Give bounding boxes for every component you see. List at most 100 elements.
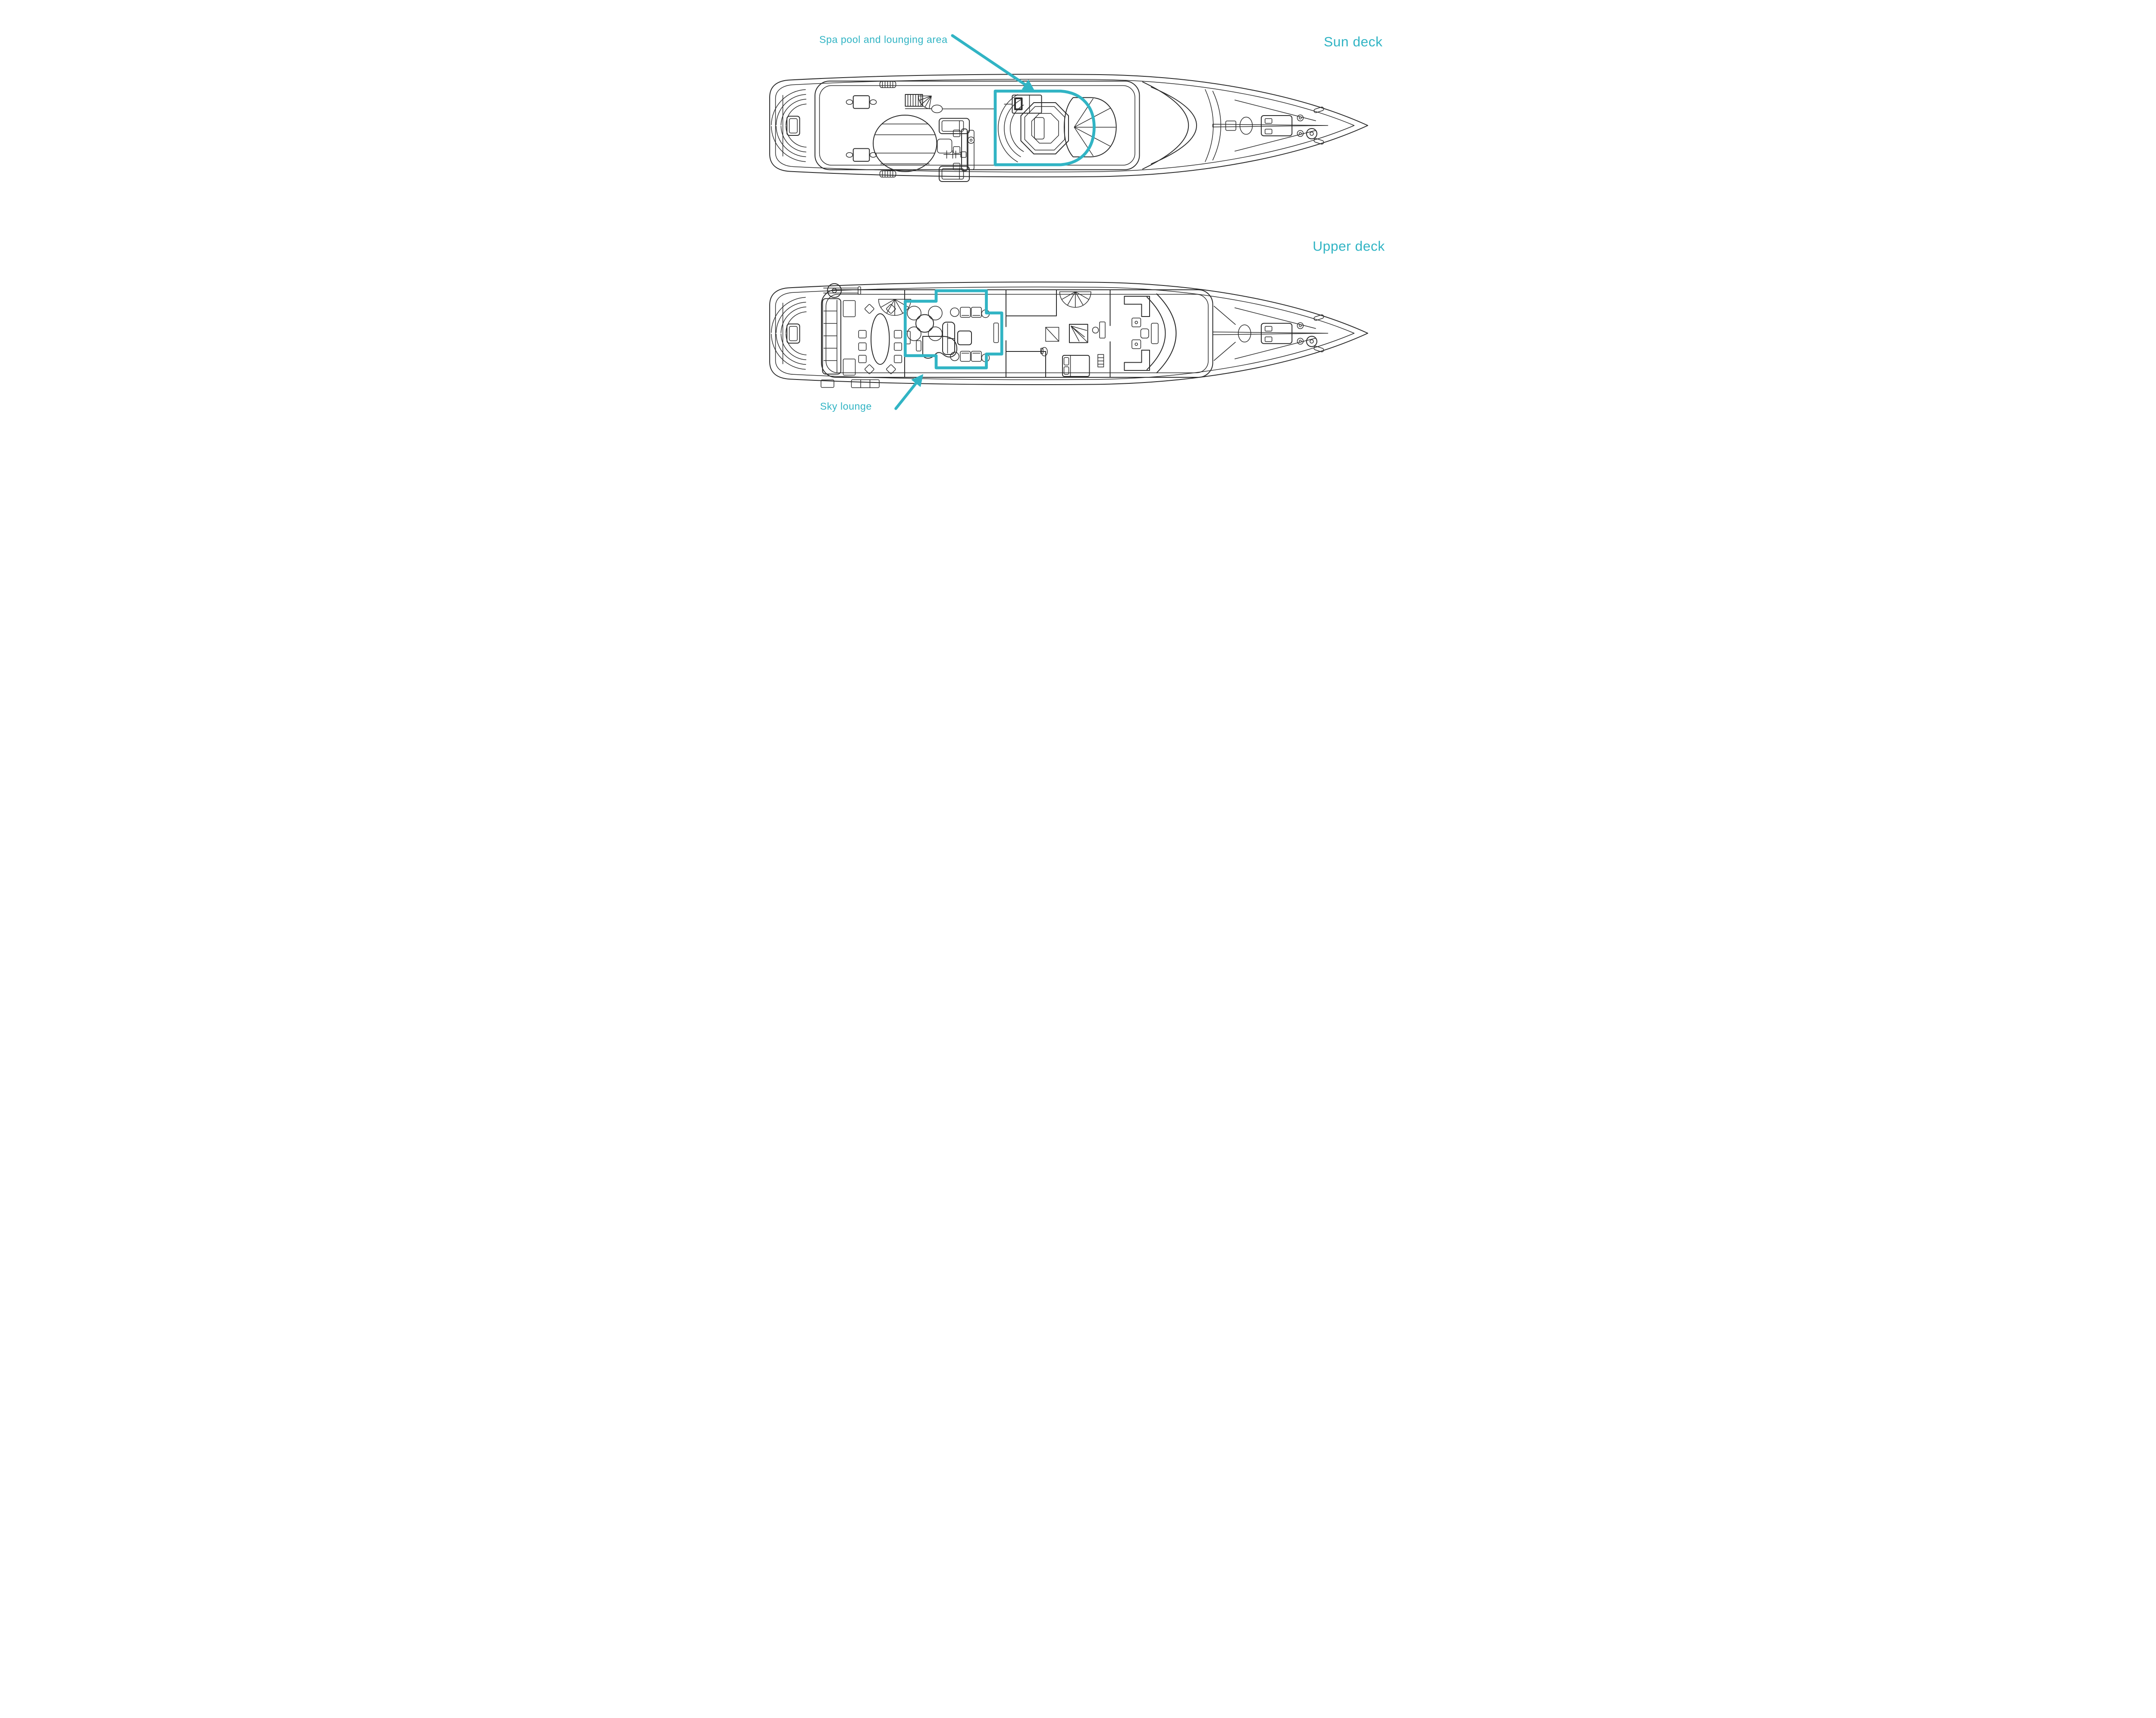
sun-deck-title: Sun deck: [1324, 34, 1382, 50]
windlass-gear: [1265, 118, 1272, 124]
companionway-stair-treads: [907, 94, 921, 107]
spa-pool-outer-rim: [1020, 102, 1069, 154]
chart-desk: [1099, 321, 1106, 339]
coffee-table: [957, 330, 972, 345]
windlass-gear: [1265, 336, 1272, 342]
upper-deck-title: Upper deck: [1313, 238, 1385, 254]
sky-lounge-sofa-seams: [947, 323, 955, 354]
spa-lounger-arcs: [998, 94, 1024, 163]
radar-arch: [1205, 89, 1221, 162]
bar-top: [968, 130, 975, 170]
vent-grille-slats: [882, 81, 893, 177]
tender-crane-arm-end: [858, 286, 861, 295]
card-table-chair: [907, 306, 921, 320]
bar-sink-drain: [969, 138, 973, 142]
grill-hatch: [1014, 97, 1023, 110]
gym-bench: [960, 151, 967, 158]
av-cabinet: [993, 323, 999, 343]
anchor-winch-hub: [1310, 339, 1314, 344]
arrow-head: [1022, 79, 1035, 91]
bow-cleat: [1313, 346, 1324, 352]
foredeck-walkway-lines: [1213, 306, 1236, 361]
chair-oval: [869, 152, 877, 158]
bar-counter: [961, 129, 968, 171]
helm-seat: [1140, 328, 1149, 339]
dining-chair: [894, 330, 902, 339]
foredeck-centerline: [1212, 124, 1329, 128]
upper-deck-plan: [769, 282, 1368, 388]
aft-sunpad-oval: [873, 115, 937, 172]
sun-lounger-starboard: [939, 166, 970, 182]
wheelhouse-windshield: [1147, 293, 1177, 373]
bow-cleat: [1313, 107, 1324, 113]
deck-hatch-oval: [1238, 324, 1251, 342]
bow-cleat: [1313, 138, 1324, 145]
rail-gate-oval: [931, 104, 943, 113]
chair-oval: [869, 99, 877, 105]
windlass-plate: [1261, 115, 1293, 136]
annotations: Spa pool and lounging area Sun deck Uppe…: [819, 34, 1385, 412]
arrow-shaft: [951, 34, 1027, 86]
upper-deck-hull-outline: [769, 282, 1368, 385]
arrow-head: [911, 374, 924, 387]
sky-lounge-label: Sky lounge: [820, 401, 872, 412]
armchair: [960, 351, 971, 362]
armchair: [960, 307, 971, 318]
deck-plans-drawing: Spa pool and lounging area Sun deck Uppe…: [769, 34, 1385, 412]
deck-chair-table-port: [852, 95, 870, 109]
side-table: [843, 358, 856, 376]
stern-bench-cushion: [789, 118, 798, 134]
bar-stool: [953, 163, 960, 170]
sun-deck-bulwark-inner: [819, 85, 1135, 166]
shower-stall-diagonal: [1045, 327, 1059, 342]
card-table-chair: [928, 306, 943, 320]
sky-lounge-arrow-icon: [894, 374, 924, 410]
card-table: [915, 314, 934, 333]
tender-crane: [827, 283, 842, 298]
stern-bench: [787, 323, 800, 344]
piano-bench: [916, 340, 921, 351]
sun-deck-inner-hull-line: [775, 79, 1355, 172]
bow-bulwark-lines: [1235, 307, 1316, 359]
card-table-chair: [928, 326, 943, 341]
spiral-staircase-steps: [1071, 326, 1087, 342]
pillow: [1063, 357, 1069, 366]
windlass-gear: [1265, 326, 1272, 332]
stern-stair-arcs: [771, 297, 807, 370]
pilothouse-fan-stairs: [1059, 291, 1091, 308]
transom-seat: [821, 379, 834, 388]
bow-cleat: [1313, 314, 1324, 321]
foredeck-centerline: [1212, 332, 1329, 335]
fan-sunpad-outline: [1064, 97, 1117, 157]
sun-deck-plan: [769, 74, 1368, 182]
round-side-table: [950, 351, 959, 361]
spa-pool-basin: [1031, 113, 1059, 144]
anchor-winch: [1306, 335, 1317, 347]
sun-deck-hull-outline: [769, 74, 1368, 178]
armchair-backs: [961, 315, 981, 354]
capstan: [1297, 322, 1304, 329]
dining-chair: [865, 364, 874, 374]
anchor-winch-hub: [1310, 132, 1314, 136]
windlass-plate: [1261, 323, 1293, 344]
dining-table: [871, 313, 890, 365]
desk-chair: [1092, 326, 1099, 334]
card-table-chair: [907, 326, 921, 341]
armchair: [971, 351, 982, 362]
tender-crane-arm: [823, 288, 859, 294]
bar-sink: [967, 136, 975, 144]
sun-lounger-port: [939, 118, 970, 134]
bow-bulwark-lines: [1235, 100, 1316, 152]
capstan: [1297, 114, 1304, 122]
wheelhouse-table: [1131, 317, 1141, 327]
companionway-stairs: [905, 94, 923, 107]
bar-stool: [953, 146, 960, 154]
crew-ladder-rungs: [1097, 357, 1104, 365]
wheelhouse-settee-port: [1124, 296, 1150, 317]
chair-oval: [846, 99, 853, 105]
bar-stool: [953, 129, 960, 137]
dining-chair: [886, 304, 896, 314]
spa-pool-highlight: [993, 89, 1096, 166]
gym-equipment: [943, 150, 961, 159]
toilet-tank: [1040, 348, 1044, 354]
